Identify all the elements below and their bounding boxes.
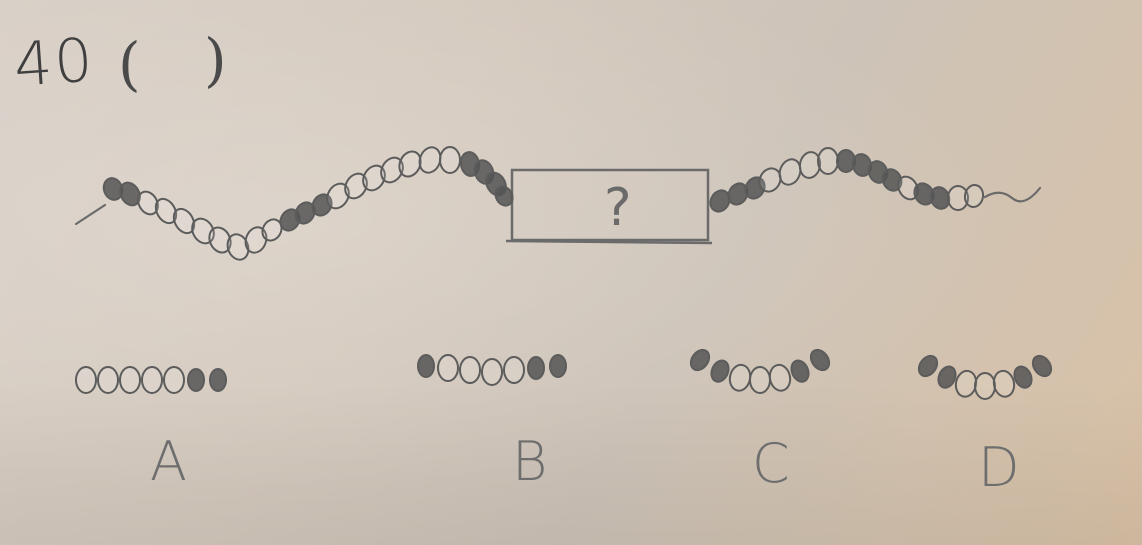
bead-string-left — [101, 144, 516, 262]
option-c-bead-white — [768, 363, 793, 393]
option-b-bead-white — [482, 359, 502, 385]
option-d-label[interactable]: D — [978, 436, 1020, 499]
option-a-bead-white — [164, 367, 184, 393]
bead-string-right — [707, 148, 985, 215]
string-tail — [985, 188, 1040, 201]
option-c-bead-dark — [807, 346, 833, 373]
option-c-label[interactable]: C — [752, 432, 790, 495]
option-a-bead-white — [98, 367, 118, 393]
option-a-bead-white — [76, 367, 96, 393]
option-b-bead-dark — [418, 355, 434, 377]
option-d-beads — [915, 352, 1055, 399]
option-b-beads — [418, 355, 566, 385]
option-c-beads — [687, 346, 833, 393]
white-bead — [440, 147, 460, 173]
string-start — [76, 205, 105, 224]
option-d-bead-dark — [915, 352, 941, 379]
option-c-bead-white — [728, 363, 753, 393]
option-c-bead-white — [750, 367, 770, 393]
option-a-bead-white — [142, 367, 162, 393]
option-c-bead-dark — [788, 358, 811, 385]
option-b-bead-dark — [550, 355, 566, 377]
option-d-bead-dark — [1029, 352, 1055, 379]
option-a-bead-dark — [188, 369, 204, 391]
option-d-bead-white — [975, 373, 995, 399]
option-b-bead-white — [504, 357, 524, 383]
option-b-bead-white — [438, 355, 458, 381]
option-a-bead-white — [120, 367, 140, 393]
white-bead — [818, 148, 838, 174]
option-c-bead-dark — [687, 346, 713, 373]
option-b-bead-dark — [528, 357, 544, 379]
option-b-bead-white — [460, 357, 480, 383]
option-d-bead-white — [992, 369, 1017, 399]
option-a-beads — [76, 367, 226, 393]
missing-question-mark: ? — [604, 178, 632, 238]
option-c-bead-dark — [708, 358, 731, 385]
option-a-label[interactable]: A — [150, 430, 187, 493]
option-a-bead-dark — [210, 369, 226, 391]
option-b-label[interactable]: B — [512, 430, 547, 493]
